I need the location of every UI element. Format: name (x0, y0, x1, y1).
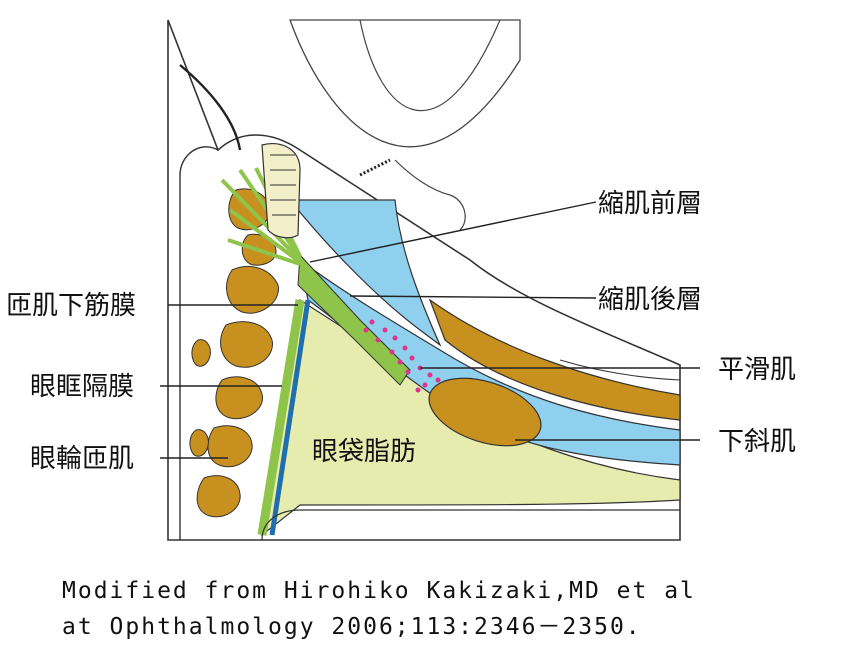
label-sub-orbicularis-fascia: 匝肌下筋膜 (6, 291, 136, 321)
citation-line-2: at Ophthalmology 2006;113:2346－2350. (62, 614, 642, 640)
globe-lower-line (559, 359, 681, 381)
globe-outline (289, 19, 521, 148)
tarsal-plate (261, 143, 301, 239)
eyelash (179, 64, 242, 151)
label-levator-anterior: 縮肌前層 (598, 189, 702, 219)
suture-mark (359, 158, 391, 177)
conjunctival-fornix (394, 159, 466, 231)
orbital-rim-line (261, 509, 680, 541)
smooth-muscle-dots (363, 319, 441, 393)
levator-blue-upper (288, 199, 442, 347)
smooth-muscle-green-strip (297, 253, 411, 386)
orbital-septum-blue (269, 299, 311, 536)
citation-line-1: Modified from Hirohiko Kakizaki,MD et al (62, 578, 696, 604)
orbital-septum-green (257, 299, 305, 536)
label-orbital-septum: 眼眶隔膜 (30, 372, 134, 402)
meibomian-glands (270, 154, 296, 216)
label-orbicularis-oculi: 眼輪匝肌 (30, 444, 134, 474)
inferior-rectus-band (428, 298, 681, 421)
label-levator-posterior: 縮肌後層 (598, 285, 702, 315)
globe-inner-curve (359, 19, 501, 112)
inferior-oblique-muscle (428, 377, 542, 447)
leader-levator-anterior (309, 201, 597, 263)
label-inferior-oblique: 下斜肌 (718, 427, 796, 457)
label-orbital-fat: 眼袋脂肪 (312, 437, 416, 467)
leader-levator-posterior (349, 295, 597, 299)
label-smooth-muscle: 平滑肌 (718, 355, 796, 385)
skin-surface-line (179, 146, 219, 540)
